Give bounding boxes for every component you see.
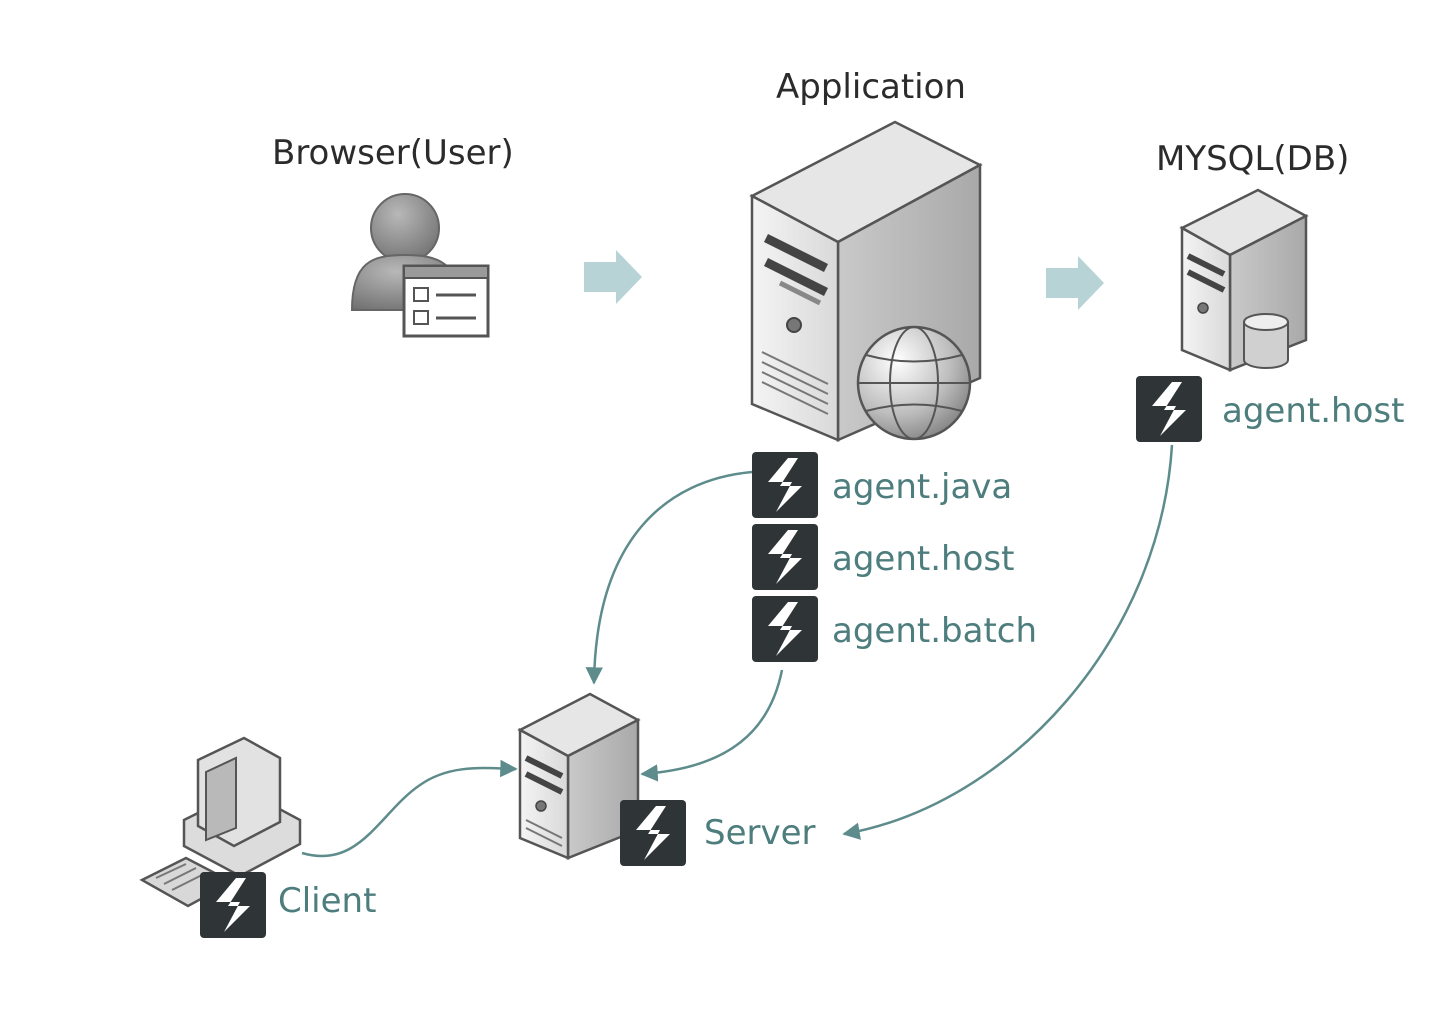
arrow-client-to-server: [301, 759, 518, 858]
agent-icon-batch: [752, 596, 818, 662]
form-window-icon: [402, 264, 490, 338]
arrow-db-to-server: [842, 444, 1174, 840]
server-icon: [517, 692, 641, 860]
application-server-icon: [749, 120, 983, 442]
arrow-app-to-server-left: [585, 470, 753, 685]
agent-icon-server: [620, 800, 686, 866]
agent-label-batch: agent.batch: [832, 611, 1038, 651]
agent-icon-db-host: [1136, 376, 1202, 442]
agent-label-java: agent.java: [832, 467, 1013, 507]
agent-icon-java: [752, 452, 818, 518]
flow-arrow-app-to-db: [1046, 256, 1104, 310]
agent-icon-client: [200, 872, 266, 938]
agent-label-app-host: agent.host: [832, 539, 1015, 579]
flow-arrow-browser-to-app: [584, 250, 642, 304]
agent-label-db-host: agent.host: [1222, 391, 1405, 431]
agent-icons: [200, 376, 1202, 938]
db-server-icon: [1179, 188, 1309, 372]
application-label: Application: [776, 67, 966, 107]
browser-label: Browser(User): [272, 133, 514, 173]
arrow-app-to-server-right: [640, 669, 784, 782]
agent-icon-app-host: [752, 524, 818, 590]
client-label: Client: [278, 881, 377, 921]
db-label: MYSQL(DB): [1156, 139, 1350, 179]
globe-icon: [856, 325, 972, 441]
database-cylinder-icon: [1243, 313, 1289, 369]
user-icon: [350, 193, 490, 338]
server-label: Server: [704, 813, 816, 853]
